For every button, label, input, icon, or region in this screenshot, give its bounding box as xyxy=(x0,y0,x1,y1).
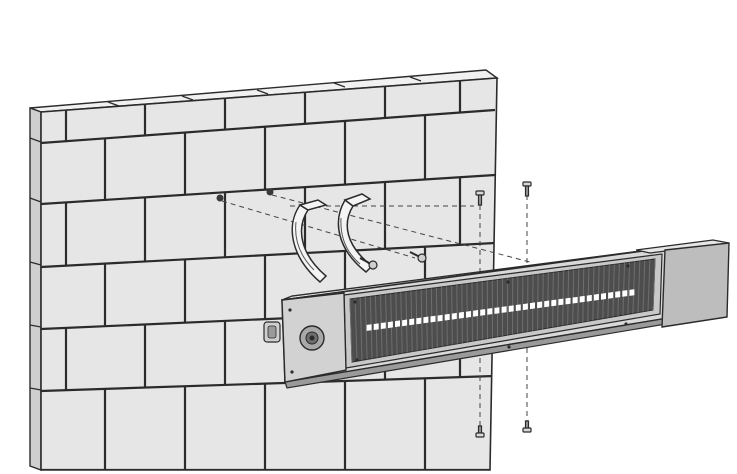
anchor-hole-left xyxy=(216,194,224,202)
wall-side-joints xyxy=(29,137,42,391)
heater-assembly xyxy=(263,239,730,389)
end-cap xyxy=(661,242,730,328)
bracket-right xyxy=(337,198,374,274)
brick-wall xyxy=(29,69,499,471)
cable-gland xyxy=(299,325,325,351)
mortar-joints xyxy=(41,80,496,470)
heating-element-slots xyxy=(366,289,635,331)
wall-front-face xyxy=(40,77,498,471)
fixing-bolt-top-right xyxy=(522,181,532,197)
mounting-screw-left xyxy=(359,257,378,270)
wall-side-face xyxy=(29,107,42,471)
fixing-bolt-bottom-left xyxy=(475,425,485,438)
bracket-right-back xyxy=(343,193,372,207)
wall-anchor-holes xyxy=(216,188,274,202)
heater-rivets xyxy=(288,264,630,374)
cable-inlet xyxy=(263,321,281,343)
bracket-left-back xyxy=(298,199,328,211)
wall-top-joints xyxy=(107,76,422,107)
mounting-brackets xyxy=(291,193,374,284)
mounting-screws xyxy=(359,251,427,270)
mounting-screw-right xyxy=(409,251,427,263)
fixing-bolt-top-left xyxy=(475,190,485,206)
anchor-hole-right xyxy=(266,188,274,196)
fixing-bolts-top xyxy=(475,181,532,206)
fixing-bolt-bottom-right xyxy=(522,420,532,433)
bracket-left xyxy=(291,203,328,284)
fixing-bolts-bottom xyxy=(475,420,532,438)
